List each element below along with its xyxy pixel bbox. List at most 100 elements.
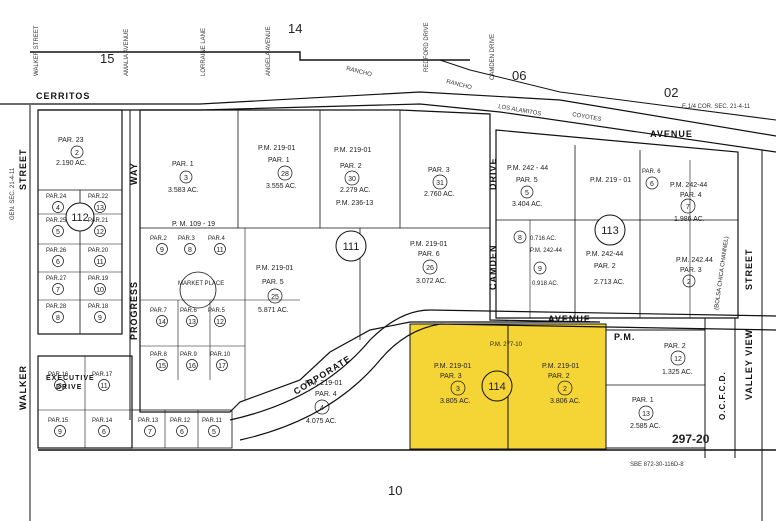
parcel-113-12[interactable]: PAR. 2 12 1.325 AC. [662,343,693,376]
parcel-113-6[interactable]: PAR. 6 6 [642,169,661,190]
parcel-113-pm219[interactable]: P.M. 219 - 01 [590,177,631,184]
parcel-111-pm6[interactable]: P.M. 219-01 PAR. 6 26 3.072 AC. [410,241,447,285]
svg-text:P.M. 219-01: P.M. 219-01 [334,147,371,154]
svg-text:12: 12 [674,356,682,363]
small-lot-par: PAR.3 [178,236,196,242]
small-lot-circle [214,243,226,255]
small-lot[interactable]: PAR.277 [46,276,67,295]
small-lot[interactable]: PAR.255 [46,218,67,237]
parcel-114-pm3[interactable]: P.M. 219-01 PAR. 3 3 3.805 AC. [434,363,471,405]
small-lot-num: 13 [188,319,196,326]
svg-text:P.M. 219-01: P.M. 219-01 [258,145,295,152]
svg-text:4.075 AC.: 4.075 AC. [306,418,337,425]
parcel-112-23[interactable]: PAR. 23 2 2.190 AC. [56,137,87,167]
svg-text:28: 28 [281,171,289,178]
small-lot-circle [144,425,156,437]
svg-text:2.279 AC.: 2.279 AC. [340,187,371,194]
parcel-113-4[interactable]: P.M. 242-44 PAR. 4 7 1.986 AC. [670,182,707,223]
small-lot[interactable]: PAR.244 [46,194,67,213]
svg-text:3.806 AC.: 3.806 AC. [550,398,581,405]
svg-text:PAR. 3: PAR. 3 [428,167,450,174]
parcel-113-8[interactable]: 8 0.716 AC. [513,230,557,244]
small-lot-num: 12 [216,319,224,326]
small-lot-num: 9 [58,429,62,436]
parcel-113-5[interactable]: P.M. 242 - 44 PAR. 5 5 3.404 AC. [507,165,548,208]
parcel-111-pm2[interactable]: P.M. 219-01 PAR. 2 30 2.279 AC. P.M. 236… [334,147,373,207]
small-lot[interactable]: PAR.38 [178,236,196,255]
parcel-111-pm1[interactable]: P.M. 219-01 PAR. 1 28 3.555 AC. [258,145,297,190]
label-sbe: SBE 872-30-116D-8 [630,462,684,468]
svg-text:2: 2 [687,279,691,286]
small-lot[interactable]: PAR.512 [208,308,226,327]
svg-text:6: 6 [650,181,654,188]
small-lot-circle [94,283,106,295]
small-lot-circle [186,359,198,371]
small-lot[interactable]: PAR.146 [92,418,113,437]
small-lot-par: PAR.19 [88,276,109,282]
parcel-114-277[interactable]: P.M. 277-10 [490,342,523,348]
street-executive: EXECUTIVE [46,375,95,382]
svg-text:13: 13 [642,411,650,418]
parcel-111-pm5[interactable]: P.M. 219-01 PAR. 5 25 5.871 AC. [256,265,293,314]
small-lot[interactable]: PAR.168 [48,372,69,391]
svg-text:3.805 AC.: 3.805 AC. [440,398,471,405]
parcel-113-3[interactable]: P.M. 242.44 PAR. 3 2 [676,257,713,288]
small-lot[interactable]: PAR.159 [48,418,69,437]
small-lot[interactable]: PAR.288 [46,304,67,323]
parcel-113-13[interactable]: PAR. 1 13 2.585 AC. [630,397,661,430]
small-lot[interactable]: PAR.8 15 [150,352,168,371]
map-number-left-top: 15 [100,51,114,66]
small-lot[interactable]: PAR.613 [180,308,198,327]
svg-text:P.M. 236-13: P.M. 236-13 [336,200,373,207]
street-walker-lower: WALKER [18,365,28,410]
svg-text:1.986 AC.: 1.986 AC. [674,216,705,223]
street-ocfcd: O.C.F.C.D. [718,371,727,420]
svg-text:2.713 AC.: 2.713 AC. [594,279,625,286]
parcel-111-pm3[interactable]: PAR. 3 31 2.760 AC. [424,167,455,198]
small-lot[interactable]: PAR.137 [138,418,159,437]
small-lot[interactable]: PAR.411 [208,236,226,255]
label-rancho-2: RANCHO [446,79,473,91]
street-corporate-avenue: AVENUE [548,314,591,324]
street-executive-drive: DRIVE [56,384,82,391]
svg-text:2: 2 [75,150,79,157]
block-114-label: 114 [481,370,513,402]
small-lot-par: PAR.4 [208,236,226,242]
small-lot-par: PAR.20 [88,248,109,254]
svg-text:PAR. 6: PAR. 6 [642,169,661,175]
small-lot-par: PAR.18 [88,304,109,310]
small-lot[interactable]: PAR.916 [180,352,198,371]
svg-text:5: 5 [525,190,529,197]
small-lot-par: PAR.8 [150,352,168,358]
small-lot-num: 15 [158,363,166,370]
small-lot[interactable]: PAR.29 [150,236,168,255]
small-lot-num: 6 [180,429,184,436]
small-lot[interactable]: PAR.714 [150,308,168,327]
parcel-111-1[interactable]: PAR. 1 3 3.583 AC. [168,161,199,194]
svg-text:3.555 AC.: 3.555 AC. [266,183,297,190]
parcel-111-pm4[interactable]: P.M. 219-01 PAR. 4 4 4.075 AC. [305,380,342,425]
parcel-111-pm109[interactable]: P. M. 109 - 19 [172,221,215,228]
small-lot[interactable]: PAR.126 [170,418,191,437]
small-lot-par: PAR.24 [46,194,67,200]
parcel-113-9[interactable]: P.M. 242-44 9 0.918 AC. [530,248,563,287]
map-boundary-top [30,51,470,61]
small-lot-circle [156,359,168,371]
small-lot-num: 9 [160,247,164,254]
svg-text:114: 114 [488,381,506,393]
parcel-113-2[interactable]: P.M. 242-44 PAR. 2 2.713 AC. [586,251,625,286]
small-lot[interactable]: PAR.189 [88,304,109,323]
street-camden: CAMDEN [488,245,498,291]
parcel-114-pm2[interactable]: P.M. 219-01 PAR. 2 2 3.806 AC. [542,363,581,405]
small-lot[interactable]: PAR.115 [202,418,222,437]
street-valley-view: VALLEY VIEW [744,329,754,400]
small-lot-par: PAR.14 [92,418,113,424]
block-111-label: 111 [335,230,367,262]
small-lot[interactable]: PAR.266 [46,248,67,267]
